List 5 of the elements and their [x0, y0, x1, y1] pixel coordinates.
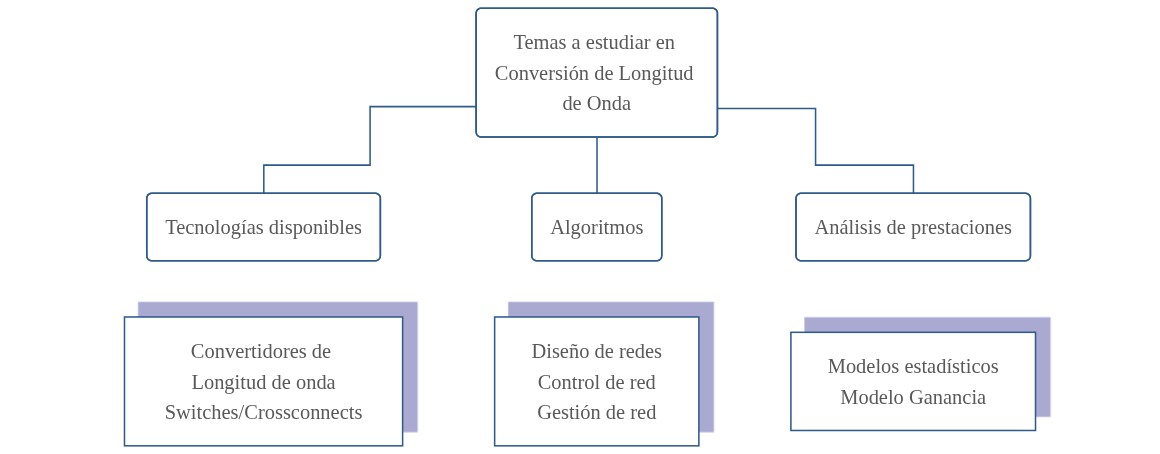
connector: [596, 136, 599, 195]
node-box: Diseño de redes Control de red Gestión de red: [493, 316, 700, 447]
node-box: Modelos estadísticos Modelo Ganancia: [790, 331, 1037, 432]
connector: [717, 107, 915, 195]
node-box: Convertidores de Longitud de onda Switches/Crossconnects: [123, 316, 404, 447]
